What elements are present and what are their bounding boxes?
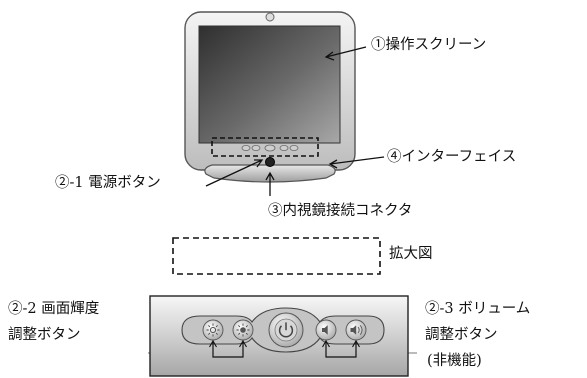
- volume-bracket: [325, 342, 357, 358]
- bracket-arrowheads: [209, 339, 360, 348]
- connector-callout: [265, 171, 275, 196]
- screen-callout: [324, 46, 367, 61]
- connector-port: [265, 157, 275, 167]
- connector-label: ③内視鏡接続コネクタ: [268, 203, 413, 219]
- power-button-label: ②-1 電源ボタン: [55, 175, 161, 191]
- volume-label-line1: ②-3 ボリューム: [425, 301, 531, 317]
- zoom-label: 拡大図: [389, 246, 433, 262]
- power-icon[interactable]: [268, 312, 304, 348]
- enlarged-panel: [149, 295, 409, 377]
- camera-dot: [265, 12, 275, 22]
- screen-label: ①操作スクリーン: [371, 37, 487, 53]
- zoom-indicator-box: [172, 237, 381, 275]
- brightness-down-icon[interactable]: [202, 319, 224, 341]
- brightness-bracket: [212, 342, 244, 358]
- volume-down-icon[interactable]: [315, 319, 337, 341]
- interface-callout: [328, 156, 385, 169]
- volume-up-icon[interactable]: [345, 319, 367, 341]
- brightness-label-line2: 調整ボタン: [8, 327, 81, 343]
- callout-lines: [205, 46, 385, 196]
- interface-label: ④インターフェイス: [387, 149, 517, 165]
- monitor-button-strip: [241, 144, 299, 152]
- monitor-illustration: [184, 11, 356, 183]
- monitor-screen: [198, 25, 341, 144]
- volume-label-line2: 調整ボタン: [425, 327, 498, 343]
- button-area-highlight: [211, 137, 319, 157]
- volume-note: (非機能): [427, 353, 482, 369]
- brightness-up-icon[interactable]: [232, 319, 254, 341]
- power-callout: [205, 159, 264, 187]
- brightness-label-line1: ②-2 画面輝度: [8, 301, 100, 317]
